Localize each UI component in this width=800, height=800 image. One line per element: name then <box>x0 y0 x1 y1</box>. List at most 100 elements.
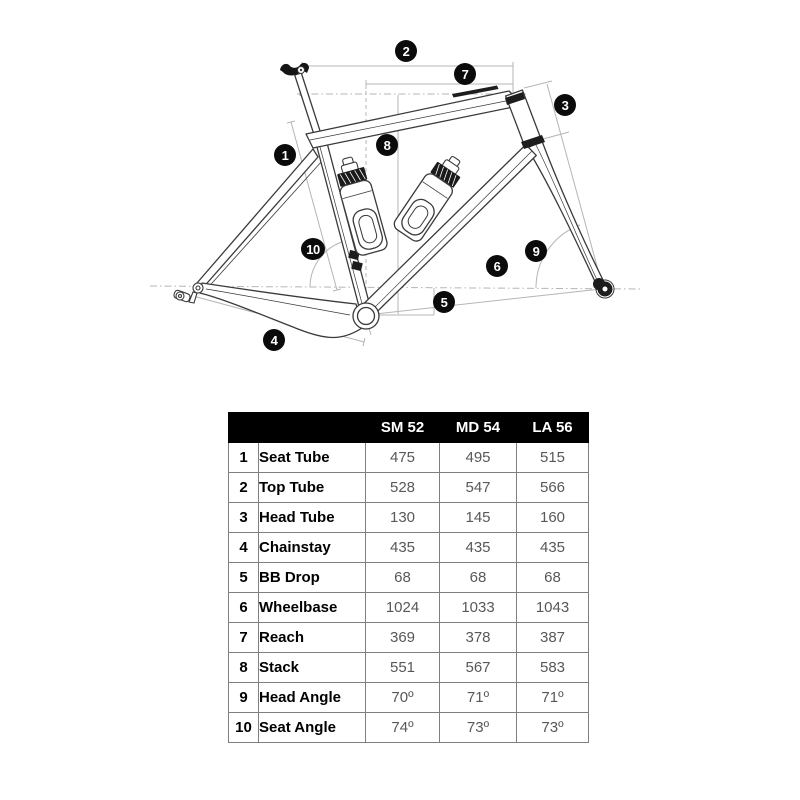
row-number: 10 <box>228 712 259 743</box>
header-size-sm: SM 52 <box>365 412 440 443</box>
row-number: 6 <box>228 592 259 623</box>
cell-value: 73º <box>439 712 517 743</box>
row-number: 8 <box>228 652 259 683</box>
header-size-la: LA 56 <box>516 412 589 443</box>
cell-value: 435 <box>516 532 589 563</box>
cell-value: 566 <box>516 472 589 503</box>
water-bottle-seat-tube <box>337 156 388 256</box>
seat-tube-dim-line <box>290 121 338 291</box>
callout-3-head-tube: 3 <box>554 94 576 116</box>
row-number: 1 <box>228 442 259 473</box>
table-header-row: SM 52 MD 54 LA 56 <box>228 412 589 443</box>
chainstay <box>199 282 363 339</box>
row-label: Reach <box>258 622 366 653</box>
table-row: 5 BB Drop 68 68 68 <box>228 562 589 593</box>
cell-value: 68 <box>439 562 517 593</box>
table-row: 8 Stack 551 567 583 <box>228 652 589 683</box>
frame-tubes <box>196 72 606 339</box>
cell-value: 528 <box>365 472 440 503</box>
cell-value: 515 <box>516 442 589 473</box>
table-row: 3 Head Tube 130 145 160 <box>228 502 589 533</box>
cell-value: 475 <box>365 442 440 473</box>
table-row: 10 Seat Angle 74º 73º 73º <box>228 712 589 743</box>
header-empty-label <box>258 412 366 443</box>
headset-spacer-top <box>505 92 525 105</box>
cell-value: 68 <box>516 562 589 593</box>
cell-value: 130 <box>365 502 440 533</box>
seat-angle-arc <box>309 240 346 288</box>
bottle-boss-2 <box>351 260 363 272</box>
row-label: Head Angle <box>258 682 366 713</box>
row-number: 2 <box>228 472 259 503</box>
callout-6-wheelbase: 6 <box>486 255 508 277</box>
cell-value: 73º <box>516 712 589 743</box>
bottle-cage <box>401 198 435 236</box>
table-row: 1 Seat Tube 475 495 515 <box>228 442 589 473</box>
cell-value: 378 <box>439 622 517 653</box>
row-label: Chainstay <box>258 532 366 563</box>
frame-dark-details <box>348 85 545 272</box>
cell-value: 495 <box>439 442 517 473</box>
bike-frame-diagram <box>149 62 643 347</box>
cell-value: 567 <box>439 652 517 683</box>
cell-value: 71º <box>516 682 589 713</box>
callout-1-seat-tube: 1 <box>274 144 296 166</box>
seat-tube-inner <box>319 146 365 312</box>
row-label: Wheelbase <box>258 592 366 623</box>
row-number: 3 <box>228 502 259 533</box>
water-bottle-down-tube <box>393 156 461 242</box>
seat-stay <box>196 148 319 291</box>
row-label: Head Tube <box>258 502 366 533</box>
callout-4-chainstay: 4 <box>263 329 285 351</box>
header-size-md: MD 54 <box>439 412 517 443</box>
geometry-table-container: SM 52 MD 54 LA 56 1 Seat Tube 475 495 51… <box>228 412 589 743</box>
callout-5-bb-drop: 5 <box>433 291 455 313</box>
row-label: Top Tube <box>258 472 366 503</box>
fork-blade <box>526 140 606 289</box>
bottom-bracket <box>352 302 380 330</box>
cell-value: 551 <box>365 652 440 683</box>
table-row: 9 Head Angle 70º 71º 71º <box>228 682 589 713</box>
top-tube-accent <box>452 85 499 98</box>
rear-dropout <box>173 282 204 304</box>
row-number: 9 <box>228 682 259 713</box>
cell-value: 160 <box>516 502 589 533</box>
cell-value: 547 <box>439 472 517 503</box>
down-tube-inner <box>370 150 533 312</box>
callout-8-stack: 8 <box>376 134 398 156</box>
cell-value: 1024 <box>365 592 440 623</box>
cell-value: 1033 <box>439 592 517 623</box>
cell-value: 70º <box>365 682 440 713</box>
chainstay-inner <box>205 288 351 316</box>
row-label: Seat Tube <box>258 442 366 473</box>
row-number: 5 <box>228 562 259 593</box>
seat-stay-inner <box>203 160 323 293</box>
wheelbase-axis-line <box>149 285 643 290</box>
callout-7-reach: 7 <box>454 63 476 85</box>
bottle-cage <box>352 208 384 250</box>
headset-spacer-bottom <box>521 135 545 149</box>
head-tube-dim-line <box>546 83 604 289</box>
geometry-table: SM 52 MD 54 LA 56 1 Seat Tube 475 495 51… <box>228 412 589 743</box>
front-hub <box>593 278 615 299</box>
table-row: 6 Wheelbase 1024 1033 1043 <box>228 592 589 623</box>
callout-10-seat-angle: 10 <box>301 238 325 260</box>
row-label: Stack <box>258 652 366 683</box>
row-label: BB Drop <box>258 562 366 593</box>
row-number: 4 <box>228 532 259 563</box>
row-number: 7 <box>228 622 259 653</box>
cell-value: 68 <box>365 562 440 593</box>
table-row: 7 Reach 369 378 387 <box>228 622 589 653</box>
cell-value: 435 <box>439 532 517 563</box>
cell-value: 435 <box>365 532 440 563</box>
cell-value: 145 <box>439 502 517 533</box>
top-tube-inner <box>309 98 517 141</box>
table-row: 4 Chainstay 435 435 435 <box>228 532 589 563</box>
cell-value: 369 <box>365 622 440 653</box>
callout-2-top-tube: 2 <box>395 40 417 62</box>
table-row: 2 Top Tube 528 547 566 <box>228 472 589 503</box>
cell-value: 387 <box>516 622 589 653</box>
cell-value: 71º <box>439 682 517 713</box>
fork-inner <box>535 144 598 281</box>
